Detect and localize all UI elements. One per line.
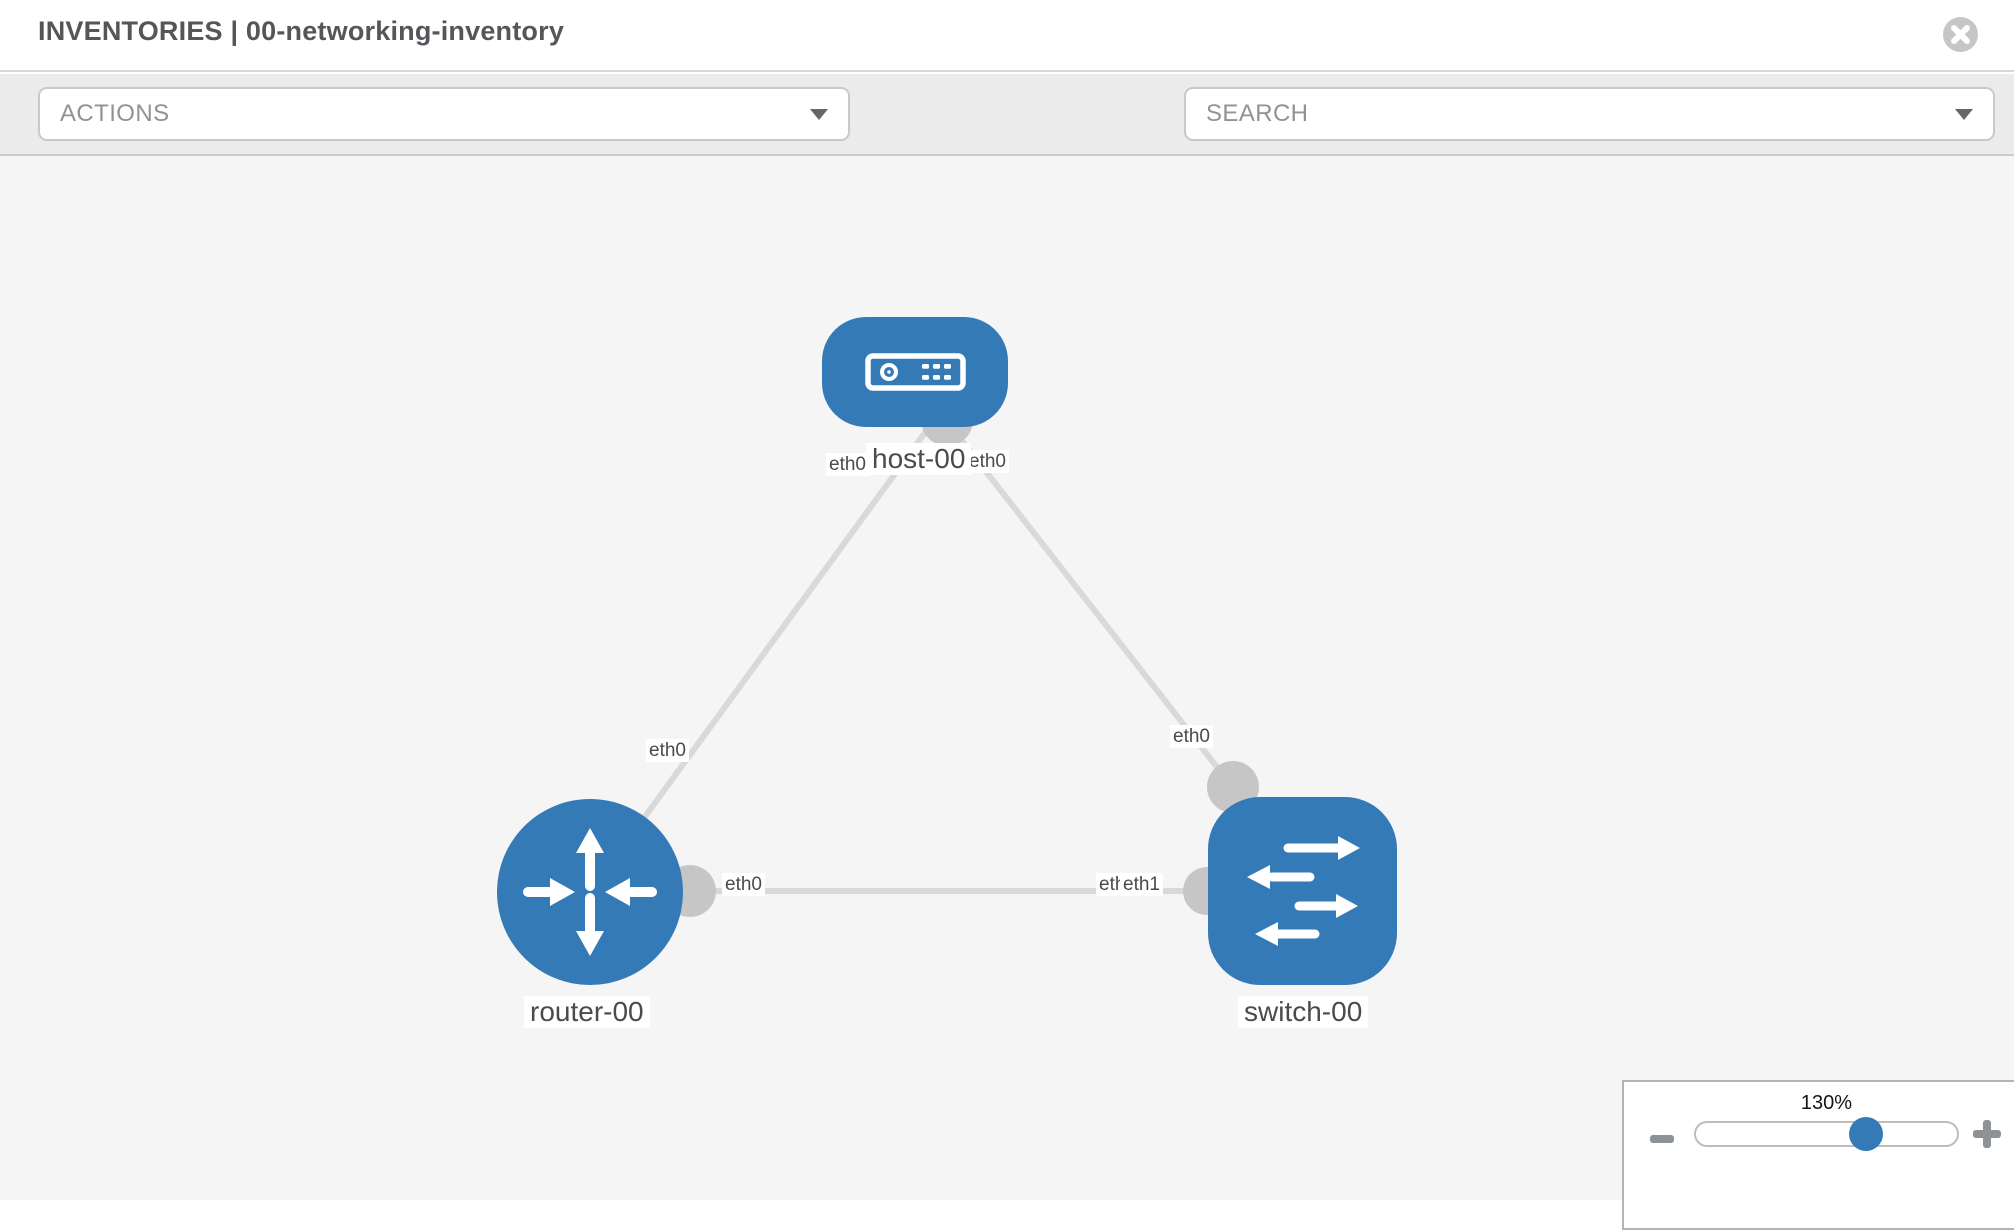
search-dropdown-label: SEARCH [1206, 100, 1309, 127]
header-bar: INVENTORIES | 00-networking-inventory [0, 0, 2014, 72]
host-icon [865, 353, 966, 391]
node-label-router-00: router-00 [524, 996, 650, 1028]
caret-down-icon [1955, 108, 1973, 120]
interface-label-host00-eth0-left: eth0 [826, 453, 869, 476]
link-host00-router00[interactable] [587, 410, 943, 894]
zoom-level-value: 130% [1800, 1092, 1853, 1114]
caret-down-icon [810, 108, 828, 120]
node-router-00[interactable] [497, 799, 683, 985]
close-button[interactable] [1943, 17, 1978, 52]
node-switch-00[interactable] [1208, 797, 1397, 985]
node-label-host-00: host-00 [866, 443, 972, 475]
page-title: INVENTORIES | 00-networking-inventory [38, 16, 565, 46]
interface-label-host00-eth0-right: eth0 [966, 450, 1009, 473]
zoom-slider-track[interactable] [1694, 1117, 1959, 1151]
node-label-switch-00: switch-00 [1238, 996, 1369, 1028]
node-host-00[interactable] [822, 317, 1008, 427]
zoom-out-button[interactable] [1650, 1135, 1674, 1143]
interface-label-switch00-eth1: eth1 [1120, 873, 1163, 896]
search-dropdown[interactable]: SEARCH [1184, 87, 1995, 141]
zoom-slider-knob[interactable] [1848, 1117, 1883, 1151]
interface-label-router00-eth0-uplink: eth0 [646, 739, 689, 762]
interface-label-switch00-eth0: eth0 [1170, 725, 1213, 748]
toolbar: ACTIONS SEARCH [0, 74, 2014, 203]
topology-graph [497, 317, 1397, 985]
topology-canvas[interactable]: host-00 router-00 switch-00 eth0 eth0 et… [0, 156, 2014, 1230]
interface-label-router00-eth0: eth0 [722, 873, 765, 896]
close-icon [1951, 25, 1970, 44]
switch-icon [1247, 836, 1360, 946]
zoom-in-button[interactable] [1973, 1120, 2001, 1148]
actions-dropdown[interactable]: ACTIONS [38, 87, 850, 141]
zoom-control-panel: 130% [1622, 1080, 2014, 1230]
actions-dropdown-label: ACTIONS [60, 100, 170, 127]
router-icon [523, 828, 657, 956]
